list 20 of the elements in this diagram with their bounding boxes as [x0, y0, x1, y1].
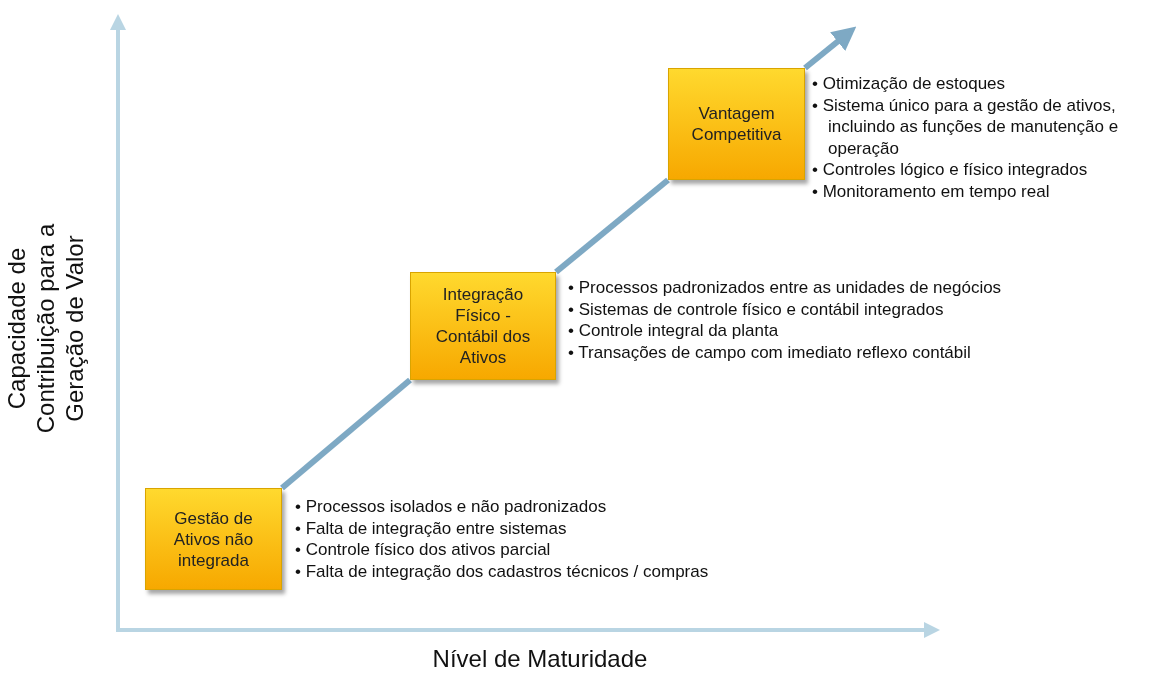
bullet-item: • Processos isolados e não padronizados: [295, 496, 608, 518]
axis-title: Capacidade de Contribuição para a Geração de Valor: [1, 222, 89, 436]
stage-box: Gestão de Ativos não integrada: [145, 488, 282, 590]
bullet-item: • Controle integral da planta: [568, 320, 780, 342]
bullet-item: • Falta de integração entre sistemas: [295, 517, 568, 539]
bullet-item: • Monitoramento em tempo real: [812, 180, 1051, 202]
stage-box: Vantagem Competitiva: [668, 68, 805, 180]
bullet-item: • Otimização de estoques: [812, 73, 1007, 95]
connector-line: [554, 177, 670, 275]
bullet-item: • Controle físico dos ativos parcial: [295, 539, 552, 561]
bullet-item: • Falta de integração dos cadastros técnicos / compras: [295, 560, 710, 582]
bullet-item: • Sistema único para a gestão de ativos, incluindo as funções de manutenção e operação: [812, 94, 1120, 159]
bullet-item: • Transações de campo com imediato reflexo contábil: [568, 341, 972, 363]
stage-box: Integração Físico - Contábil dos Ativos: [410, 272, 556, 380]
connector-line: [280, 377, 412, 491]
arrow: [803, 26, 857, 71]
bullet-item: • Processos padronizados entre as unidades de negócios: [568, 277, 1003, 299]
bullet-item: • Sistemas de controle físico e contábil integrados: [568, 298, 945, 320]
bullet-item: • Controles lógico e físico integrados: [812, 159, 1089, 181]
axis-title: Nível de Maturidade: [431, 645, 649, 673]
